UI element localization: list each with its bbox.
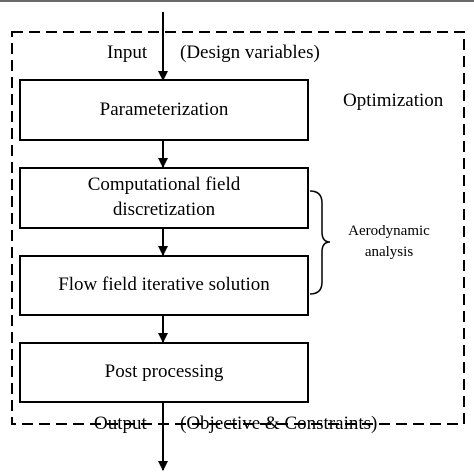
step-computational-field-discretization: Computational field discretization	[19, 167, 309, 229]
aerodynamic-analysis-label: Aerodynamic analysis	[330, 221, 448, 263]
step-parameterization-text: Parameterization	[99, 98, 229, 120]
top-border-line	[0, 0, 474, 2]
input-label: Input	[107, 42, 148, 63]
aerodynamic-analysis-brace	[309, 190, 331, 295]
aerodynamic-analysis-line2: analysis	[364, 244, 414, 260]
output-label: Output	[94, 413, 147, 434]
step-discretization-line1: Computational field	[87, 174, 241, 196]
step-flow-solution-text: Flow field iterative solution	[58, 274, 270, 296]
optimization-frame	[11, 31, 465, 425]
aerodynamic-analysis-line1: Aerodynamic	[348, 223, 430, 239]
step-discretization-line2: discretization	[112, 199, 216, 220]
step-post-processing: Post processing	[19, 342, 309, 403]
step-flow-field-iterative-solution: Flow field iterative solution	[19, 255, 309, 316]
optimization-label: Optimization	[343, 90, 444, 111]
input-note: (Design variables)	[180, 42, 320, 63]
step-post-processing-text: Post processing	[104, 361, 224, 383]
step-parameterization: Parameterization	[19, 79, 309, 141]
output-note: (Objective & Constraints)	[180, 413, 378, 434]
